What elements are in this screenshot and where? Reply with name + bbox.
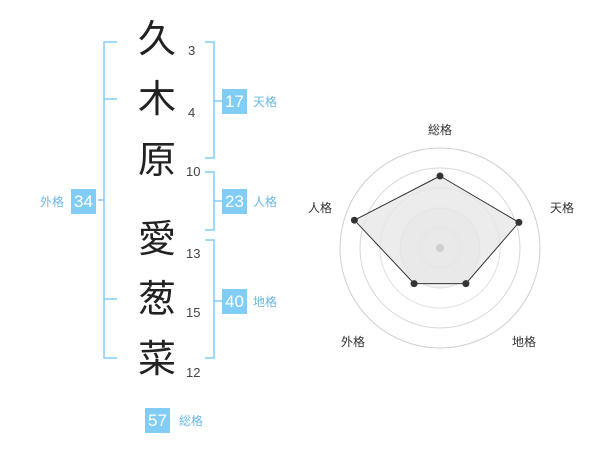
tenkaku-label: 天格 [253, 95, 278, 109]
stroke-count-6: 12 [186, 365, 201, 380]
chikaku-label: 地格 [253, 295, 278, 309]
stroke-count-5: 15 [186, 305, 201, 320]
chikaku-bracket [205, 239, 215, 359]
radar-chart: 総格 天格 地格 外格 人格 [308, 122, 574, 349]
outer-bracket [103, 41, 117, 359]
radar-point-soukaku [436, 172, 444, 180]
gaikaku-label: 外格 [40, 195, 65, 209]
radar-point-tenkaku [515, 218, 523, 226]
soukaku-label: 総格 [179, 414, 204, 428]
radar-axis-label-chikaku: 地格 [512, 334, 536, 349]
stroke-count-3: 10 [186, 164, 201, 179]
radar-axis-label-soukaku: 総格 [428, 122, 452, 137]
radar-point-gaikaku [410, 280, 418, 288]
jinkaku-label: 人格 [253, 195, 278, 209]
tenkaku-value-badge: 17 [222, 89, 247, 114]
radar-center [436, 244, 444, 252]
radar-axis-label-tenkaku: 天格 [550, 200, 574, 215]
stroke-count-2: 4 [188, 105, 196, 120]
soukaku-value-badge: 57 [145, 408, 170, 433]
chikaku-value-badge: 40 [222, 289, 247, 314]
tenkaku-bracket [205, 41, 215, 159]
radar-ring [339, 147, 541, 349]
radar-axis-label-gaikaku: 外格 [341, 334, 365, 349]
name-char-6: 菜 [137, 337, 176, 381]
radar-point-chikaku [462, 280, 470, 288]
name-char-5: 葱 [137, 277, 176, 321]
radar-point-jinkaku [350, 216, 358, 224]
jinkaku-bracket [205, 171, 215, 231]
radar-ring [359, 167, 521, 329]
jinkaku-value-badge: 23 [222, 189, 247, 214]
name-char-3: 原 [137, 138, 176, 182]
name-char-2: 木 [137, 77, 176, 121]
gaikaku-value-badge: 34 [71, 189, 96, 214]
radar-polygon [353, 175, 520, 285]
stroke-count-1: 3 [188, 43, 196, 58]
name-char-1: 久 [137, 17, 176, 61]
name-char-4: 愛 [137, 217, 176, 261]
radar-axis-label-jinkaku: 人格 [308, 200, 332, 215]
stroke-count-4: 13 [186, 246, 201, 261]
